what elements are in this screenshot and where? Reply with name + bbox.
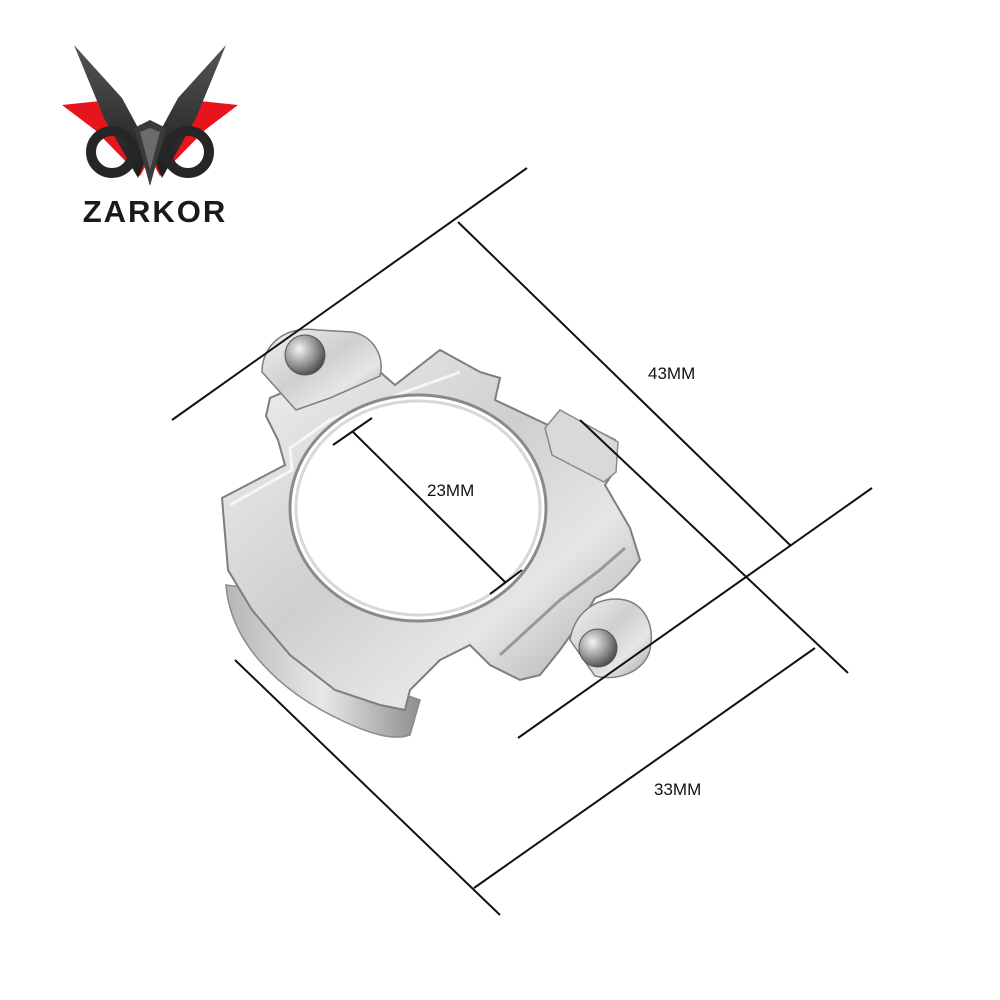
dim-33-extension-left <box>234 659 501 916</box>
brand-logo: ZARKOR <box>62 45 238 229</box>
dim-23-measure-line <box>352 431 506 583</box>
rivet-top-icon <box>284 334 326 376</box>
adapter-bracket <box>220 328 652 738</box>
bracket-side-tab <box>544 409 619 483</box>
logo-left-eye-icon <box>86 126 138 178</box>
logo-beak-icon <box>134 120 166 186</box>
dim-43-measure-line <box>457 221 791 546</box>
dim-33-extension-right <box>579 419 849 674</box>
dim-43-extension-bottom <box>517 487 873 739</box>
dim-23-tick-bottom <box>489 569 523 595</box>
dim-length-label: 43MM <box>648 364 695 383</box>
dim-33-measure-line <box>473 647 816 889</box>
bracket-center-hole <box>288 393 548 623</box>
rivet-bottom-icon <box>578 628 618 668</box>
brand-name: ZARKOR <box>83 194 228 229</box>
dim-23-tick-top <box>332 417 373 446</box>
dim-hole-label: 23MM <box>427 481 474 500</box>
logo-right-eye-icon <box>162 126 214 178</box>
dimension-lines <box>171 167 873 916</box>
dim-43-extension-top <box>171 167 528 421</box>
dim-width-label: 33MM <box>654 780 701 799</box>
